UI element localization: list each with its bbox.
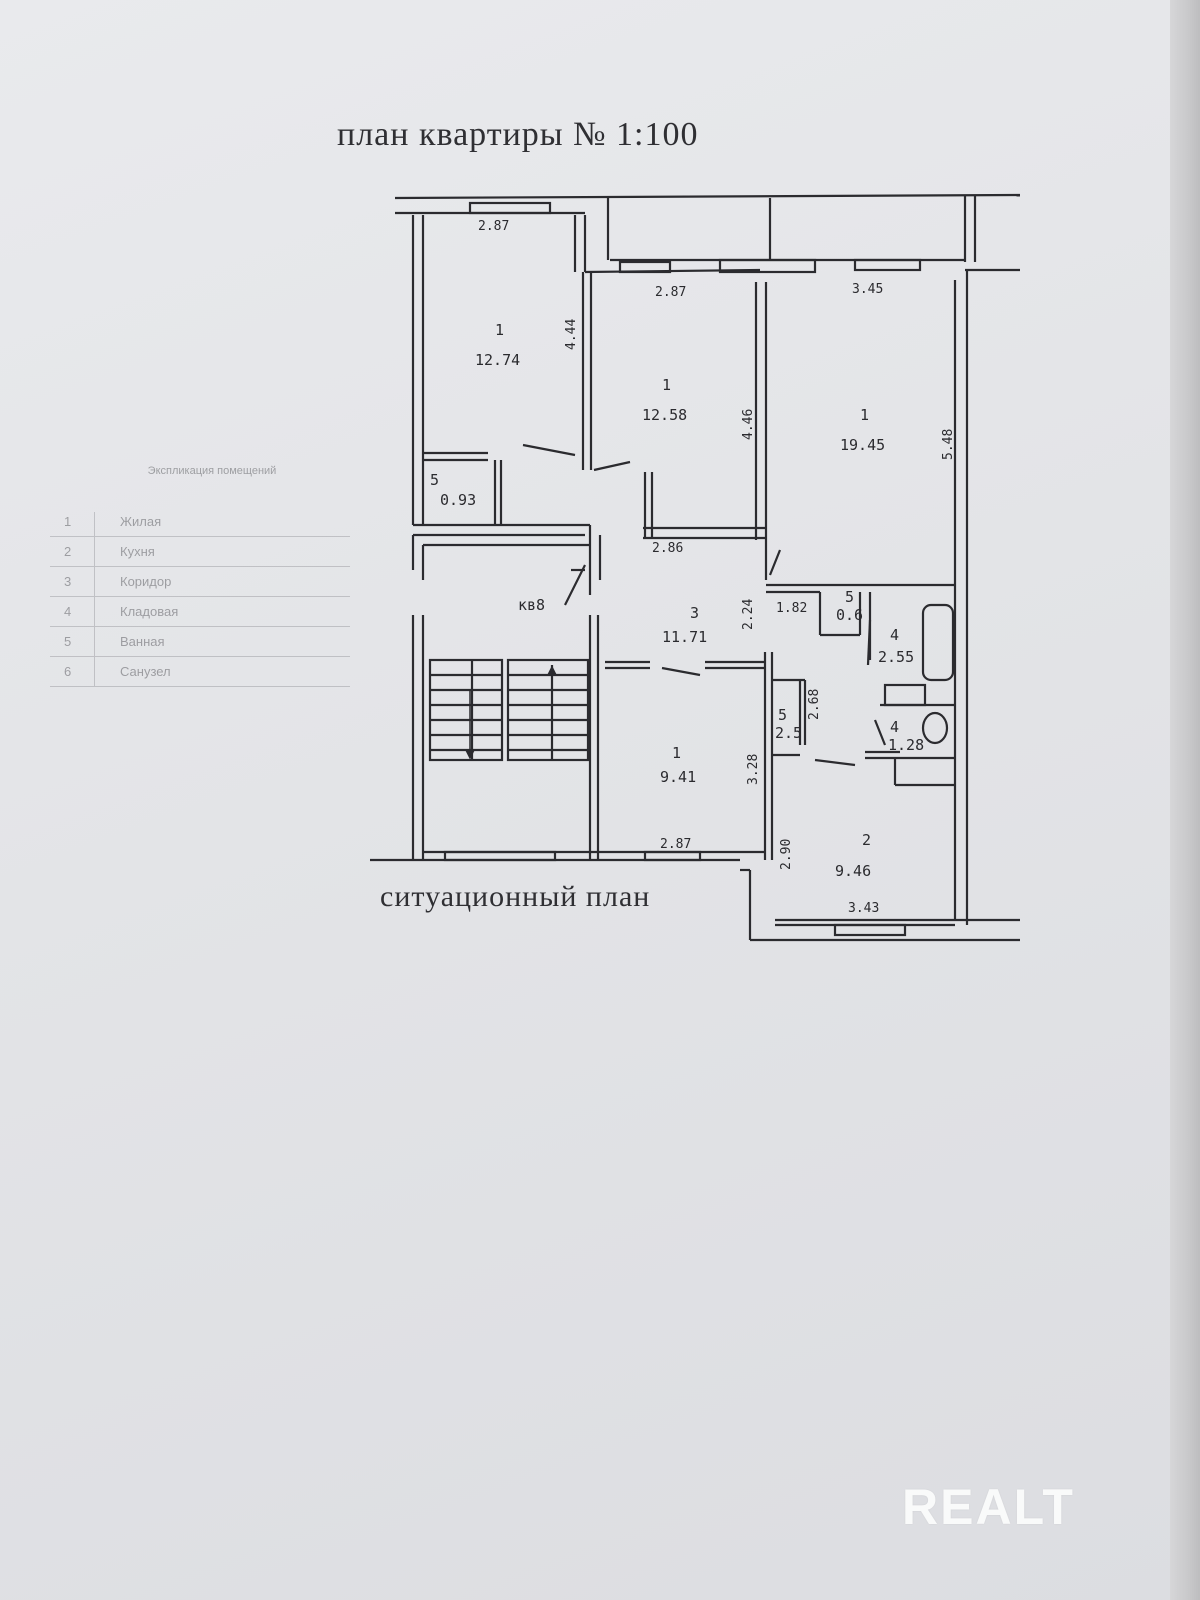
legend-num: 6: [64, 664, 72, 679]
dimension: 4.44: [564, 319, 579, 350]
room-area: 0.6: [836, 606, 863, 624]
room-area: 9.41: [660, 768, 696, 786]
room-number: 1: [495, 321, 504, 339]
room-area: 2.55: [878, 648, 914, 666]
room-number: 3: [690, 604, 699, 622]
legend-row: 1 Жилая: [50, 508, 350, 537]
dimension: 2.87: [655, 285, 686, 300]
dimension-labels: 2.87 4.44 2.87 4.46 3.45 5.48 2.86 2.24 …: [478, 219, 956, 916]
room-number: 4: [890, 626, 899, 644]
dimension: 3.43: [848, 901, 879, 916]
legend-row: 3 Коридор: [50, 568, 350, 597]
legend-row: 6 Санузел: [50, 658, 350, 687]
dimension: 3.28: [746, 754, 761, 785]
room-area: 2.5: [775, 724, 802, 742]
dimension: 3.45: [852, 282, 883, 297]
room-area: 9.46: [835, 862, 871, 880]
plan-title: план квартиры № 1:100: [337, 116, 699, 153]
room-area: 11.71: [662, 628, 707, 646]
legend-row: 2 Кухня: [50, 538, 350, 567]
legend-table: Экспликация помещений 1 Жилая 2 Кухня 3 …: [42, 452, 360, 757]
room-area: 19.45: [840, 436, 885, 454]
dimension: 2.90: [779, 839, 794, 870]
room-number: 4: [890, 718, 899, 736]
room-labels: 1 12.74 1 12.58 1 19.45 5 0.93 3 11.71 5…: [430, 321, 924, 880]
situation-plan-title: ситуационный план: [380, 880, 651, 913]
dimension: 2.87: [660, 837, 691, 852]
dimension: 1.82: [776, 601, 807, 616]
legend-num: 4: [64, 604, 72, 619]
legend-header: Экспликация помещений: [147, 465, 277, 477]
legend-name: Кухня: [120, 544, 155, 559]
room-number: 2: [862, 831, 871, 849]
legend-num: 1: [64, 514, 72, 529]
legend-row: 5 Ванная: [50, 628, 350, 657]
legend-divider: [94, 512, 95, 687]
room-number: 1: [662, 376, 671, 394]
dimension: 4.46: [741, 409, 756, 440]
legend-name: Кладовая: [120, 604, 179, 619]
room-number: 1: [672, 744, 681, 762]
dimension: 5.48: [941, 429, 956, 460]
legend-name: Жилая: [120, 514, 162, 529]
room-number: 5: [778, 706, 787, 724]
dimension: 2.68: [807, 689, 822, 720]
room-area: 0.93: [440, 491, 476, 509]
paper-edge: [1170, 0, 1200, 1600]
room-area: 12.58: [642, 406, 687, 424]
dimension: 2.24: [741, 599, 756, 630]
legend-name: Санузел: [120, 664, 171, 679]
stair-label: кв8: [518, 596, 545, 614]
dimension: 2.87: [478, 219, 509, 234]
plan-walls: [370, 193, 1021, 942]
room-area: 1.28: [888, 736, 924, 754]
legend-name: Коридор: [120, 574, 172, 589]
room-number: 5: [845, 588, 854, 606]
room-area: 12.74: [475, 351, 520, 369]
legend-row: 4 Кладовая: [50, 598, 350, 627]
dimension: 2.86: [652, 541, 683, 556]
legend-num: 2: [64, 544, 72, 559]
stair-arrows: [464, 665, 558, 760]
realt-watermark: REALT: [902, 1479, 1075, 1535]
legend-num: 5: [64, 634, 72, 649]
room-number: 5: [430, 471, 439, 489]
legend-num: 3: [64, 574, 72, 589]
legend-name: Ванная: [120, 634, 165, 649]
room-number: 1: [860, 406, 869, 424]
